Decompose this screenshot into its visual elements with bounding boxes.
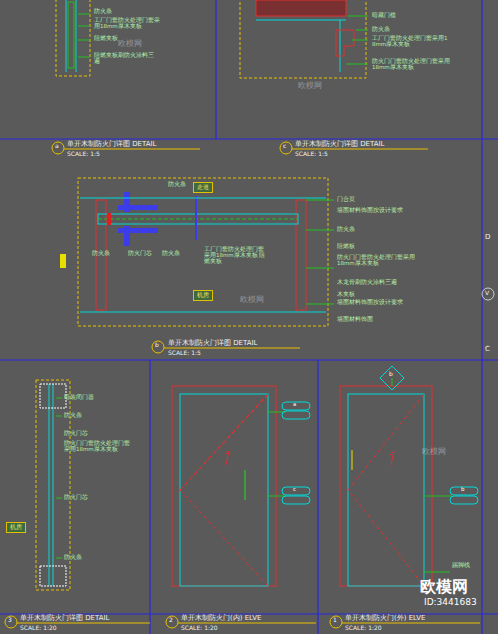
callout-letter: b xyxy=(155,342,159,349)
watermark: 欧模网 xyxy=(118,40,142,49)
annotation: 防火条 xyxy=(162,250,180,256)
callout-letter: b xyxy=(389,371,393,378)
annotation: 防火条 xyxy=(94,8,112,14)
scale-text: SCALE: 1:20 xyxy=(20,625,57,632)
callout-number: 1 xyxy=(333,617,337,624)
annotation: 防火门芯 xyxy=(128,250,152,256)
annotation: 木夹板 xyxy=(337,291,355,297)
callout-letter: a xyxy=(293,401,296,407)
annotation: 墙面材料饰面按设计要求 xyxy=(337,207,407,213)
detail-title: 单开木制防火门(内) ELVE xyxy=(181,615,261,623)
annotation: 防火门门套防火处理门套采用18mm厚木夹板 xyxy=(372,58,450,70)
scale-text: SCALE: 1:20 xyxy=(181,625,218,632)
callout-letter: a xyxy=(55,143,59,150)
annotation: 防火条 xyxy=(64,412,82,418)
watermark: 欧模网 xyxy=(240,296,264,305)
detail-title: 单开木制防火门详图 DETAIL xyxy=(168,340,258,348)
annotation: 防火门芯 xyxy=(64,430,88,436)
annotation: 踢脚线 xyxy=(452,562,470,568)
annotation: 防火条 xyxy=(64,554,82,560)
room-name: 机房 xyxy=(197,292,209,299)
scale-text: SCALE: 1:20 xyxy=(345,625,382,632)
annotation: 防火条 xyxy=(168,181,186,187)
annotation: 墙面材料饰面按设计要求 xyxy=(337,299,407,305)
callout-number: 2 xyxy=(169,617,173,624)
callout-letter: 3 xyxy=(8,617,12,624)
detail-title: 单开木制防火门详图 DETAIL xyxy=(20,615,110,623)
room-tag: 机房 xyxy=(193,290,213,301)
annotation: 门合页 xyxy=(337,196,355,202)
annotation: 木龙骨刷防火涂料三遍 xyxy=(337,279,407,285)
grid-letter: C xyxy=(485,346,490,354)
scale-text: SCALE: 1:5 xyxy=(67,151,100,158)
callout-letter: c xyxy=(293,486,296,492)
scale-text: SCALE: 1:5 xyxy=(168,350,201,357)
grid-letter: V xyxy=(485,290,489,297)
callout-letter: c xyxy=(283,143,286,150)
annotation: 阻燃夹板刷防火涂料三遍 xyxy=(94,52,154,64)
detail-title: 单开木制防火门(外) ELVE xyxy=(345,615,425,623)
callout-letter: b xyxy=(461,486,465,492)
watermark: 欧模网 xyxy=(420,578,468,596)
room-tag: 走道 xyxy=(193,182,213,193)
annotation: 工厂门套防火处理门套采用18mm厚木夹板 阻燃夹板 xyxy=(204,246,266,264)
annotation: 工厂门套防火处理门套采用18mm厚木夹板 xyxy=(372,35,450,47)
annotation: 防火门门套防火处理门套采用18mm厚木夹板 xyxy=(64,440,134,452)
annotation: 阻燃板 xyxy=(337,243,355,249)
annotation: 暗藏门槛 xyxy=(372,12,396,18)
scale-text: SCALE: 1:5 xyxy=(295,151,328,158)
detail-title: 单开木制防火门详图 DETAIL xyxy=(295,141,385,149)
detail-title: 单开木制防火门详图 DETAIL xyxy=(67,141,157,149)
watermark: 欧模网 xyxy=(298,82,322,91)
room-name: 走道 xyxy=(197,184,209,191)
annotation: 墙面材料饰面 xyxy=(337,316,373,322)
room-name: 机房 xyxy=(10,524,22,531)
annotation: 暗装闭门器 xyxy=(64,394,94,400)
annotation: 阻燃夹板 xyxy=(94,35,118,41)
watermark: ID:3441683 xyxy=(424,598,477,608)
annotation: 防火门芯 xyxy=(64,494,88,500)
annotation: 防火条 xyxy=(92,250,110,256)
grid-letter: D xyxy=(485,234,490,242)
annotation: 防火条 xyxy=(337,226,355,232)
room-tag: 机房 xyxy=(6,522,26,533)
watermark: 欧模网 xyxy=(422,448,446,457)
annotation: 工厂门套防火处理门套采用18mm厚木夹板 xyxy=(94,17,164,29)
annotation: 防火条 xyxy=(372,26,390,32)
annotation: 防火门门套防火处理门套采用18mm厚木夹板 xyxy=(337,254,417,266)
